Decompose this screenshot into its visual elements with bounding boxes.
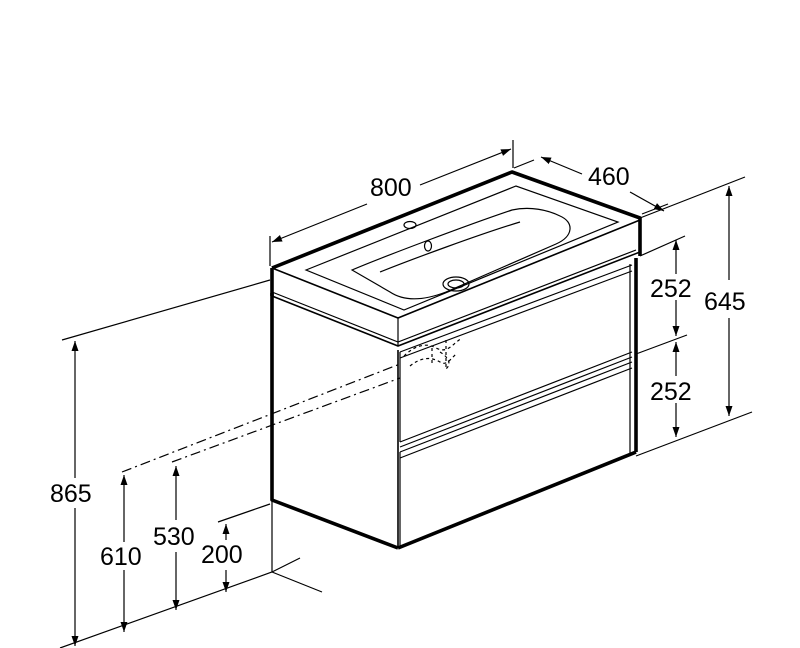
- dim-right: 645 252 252: [635, 176, 753, 457]
- dim-waste-530-label: 530: [153, 523, 195, 551]
- drain-icon: [442, 276, 470, 292]
- dim-width: 800: [269, 140, 514, 266]
- dim-depth-label: 460: [588, 163, 630, 191]
- dim-waste-610-label: 610: [100, 543, 142, 571]
- waste-line-530: [171, 377, 401, 463]
- drawer-bottom: [399, 361, 633, 546]
- overflow-hole: [423, 240, 433, 252]
- dim-waste-200-label: 200: [201, 541, 243, 569]
- basin-top-back-edge: [271, 170, 642, 270]
- waste-trap-hidden: [403, 337, 463, 371]
- dim-cabinet-height-label: 645: [704, 288, 746, 316]
- tap-hole: [403, 220, 417, 230]
- dim-width-label: 800: [370, 174, 412, 202]
- dim-left: 865 610 530 200: [50, 279, 401, 648]
- cabinet-side-outline: [270, 293, 399, 550]
- waste-line-610: [121, 363, 401, 473]
- dim-drawer-bottom-label: 252: [650, 378, 692, 406]
- dim-total-height-label: 865: [50, 480, 92, 508]
- drawer-top: [399, 264, 633, 448]
- dim-drawer-top-label: 252: [650, 275, 692, 303]
- basin: [270, 170, 642, 347]
- cabinet-body: [270, 258, 638, 550]
- cabinet-bottom-edge: [397, 450, 637, 550]
- dim-depth: 460: [513, 156, 669, 215]
